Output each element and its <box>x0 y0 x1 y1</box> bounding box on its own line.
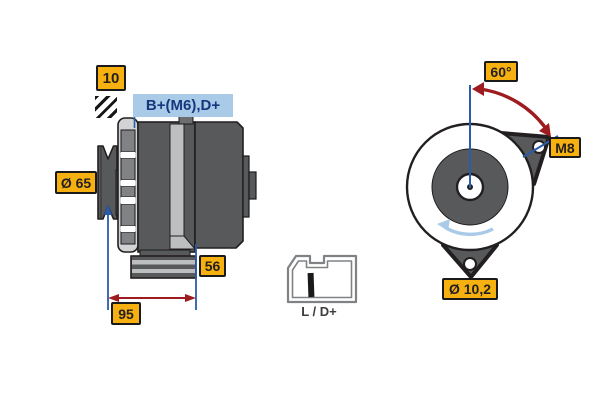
hatch-icon <box>95 96 117 118</box>
connector-view <box>286 254 358 304</box>
depth-dimension-label: 56 <box>199 255 226 277</box>
rotation-arrow-icon <box>437 219 494 237</box>
rear-stud-base <box>242 155 250 218</box>
connector-terminal-blade <box>307 272 315 298</box>
front-bracket <box>137 121 196 253</box>
hole-diameter-label: Ø 10,2 <box>442 278 498 300</box>
dimension-arrow-icon <box>185 294 196 302</box>
foot-stripe-2 <box>132 269 195 273</box>
angle-dimension-label: 60° <box>484 61 518 82</box>
rear-housing <box>194 121 244 249</box>
foot-stripe-1 <box>132 260 195 265</box>
dimension-arrow-icon <box>104 204 112 215</box>
pulley-diameter-label: Ø 65 <box>55 171 97 194</box>
dimension-arrow-icon <box>108 294 119 302</box>
rear-stud <box>248 171 257 200</box>
connector-caption: L / D+ <box>301 304 337 319</box>
thread-size-label: M8 <box>549 137 581 158</box>
angle-arc-arrow-icon <box>472 82 551 137</box>
dimension-lines-side <box>104 117 197 310</box>
side-view <box>97 115 257 310</box>
terminal-label: B+(M6),D+ <box>133 94 233 117</box>
housing-channel <box>169 123 185 237</box>
fan-segments <box>120 129 136 245</box>
length-dimension-label: 95 <box>111 302 141 325</box>
front-view <box>405 82 559 279</box>
housing-channel-diagonal <box>169 235 197 250</box>
terminal-tab <box>178 115 194 125</box>
connector-outline-outer <box>286 254 358 304</box>
connector-outline-inner <box>291 260 353 299</box>
belt-width-label: 10 <box>96 65 126 91</box>
mounting-foot <box>130 255 197 279</box>
lug-hole-bottom <box>463 257 477 271</box>
pulley <box>97 145 118 220</box>
